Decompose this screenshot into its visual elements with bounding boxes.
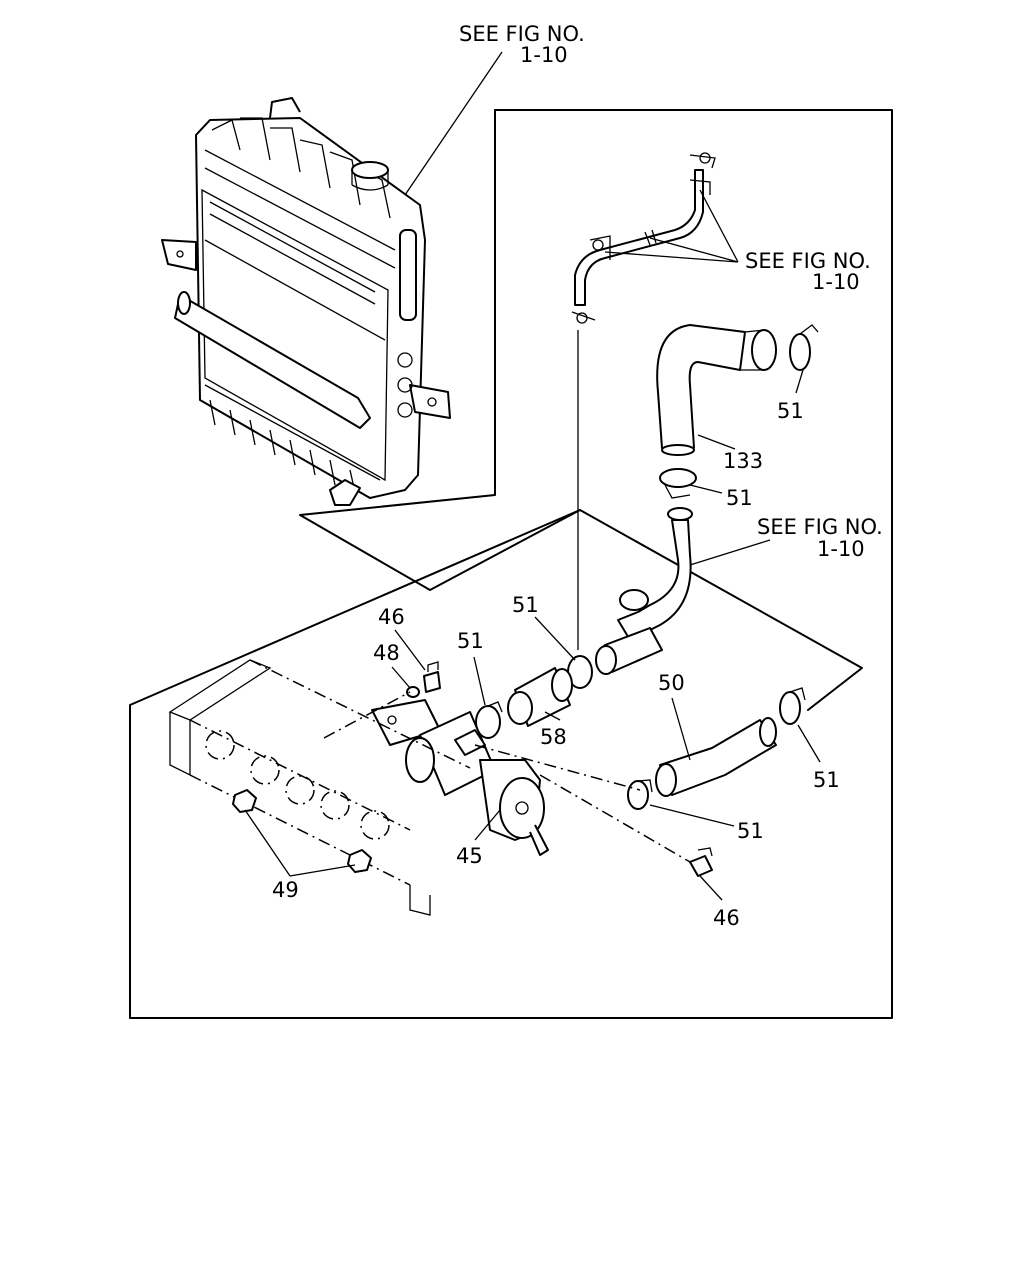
clamp-lower	[627, 779, 653, 810]
ref-bypass-line1: SEE FIG NO.	[745, 249, 871, 273]
ref-radiator-line1: SEE FIG NO.	[459, 22, 585, 46]
engine-head	[168, 659, 471, 916]
lower-hose	[655, 717, 777, 797]
callout-nuts: 49	[272, 878, 299, 902]
detail-border	[129, 109, 893, 1019]
bypass-pipe	[571, 152, 739, 324]
bolt-axis-bottom	[539, 774, 691, 863]
callout-thermostat-housing: 45	[456, 844, 483, 868]
ref-lower-pipe-line1: SEE FIG NO.	[757, 515, 883, 539]
callout-clamp-lower: 51	[737, 819, 764, 843]
radiator-leader	[299, 109, 581, 591]
callout-clamp-upper-hose-bottom: 51	[726, 486, 753, 510]
callout-upper-hose: 133	[723, 449, 763, 473]
ref-bypass-line2: 1-10	[812, 270, 860, 294]
callout-clamp-upper-right: 51	[777, 399, 804, 423]
radiator	[161, 97, 451, 506]
clamp-upper-hose-bottom	[659, 468, 697, 499]
callout-clamp-right: 51	[813, 768, 840, 792]
callout-leaders	[244, 369, 821, 901]
callout-washer: 48	[373, 641, 400, 665]
callout-clamp-left: 51	[457, 629, 484, 653]
nut-lower	[347, 849, 372, 873]
clamp-right	[779, 687, 806, 725]
callout-short-hose: 58	[540, 725, 567, 749]
nut-upper	[232, 789, 257, 813]
ref-lower-pipe-line2: 1-10	[817, 537, 865, 561]
callout-lower-hose: 50	[658, 671, 685, 695]
washer	[406, 686, 420, 698]
bolt-top	[423, 661, 441, 693]
leader-ref-top	[404, 51, 503, 196]
callout-bolt-bottom: 46	[713, 906, 740, 930]
bolt-bottom	[689, 847, 713, 877]
callout-bolt-top: 46	[378, 605, 405, 629]
washer-axis	[323, 691, 411, 739]
upper-hose	[656, 324, 777, 456]
clamp-left	[475, 701, 503, 739]
callout-clamp-mid: 51	[512, 593, 539, 617]
thermostat-housing	[371, 699, 549, 856]
short-hose	[507, 667, 573, 727]
clamp-upper-right	[789, 324, 819, 371]
ref-radiator-line2: 1-10	[520, 43, 568, 67]
lower-pipe	[595, 507, 771, 675]
hose-axis	[474, 744, 641, 791]
